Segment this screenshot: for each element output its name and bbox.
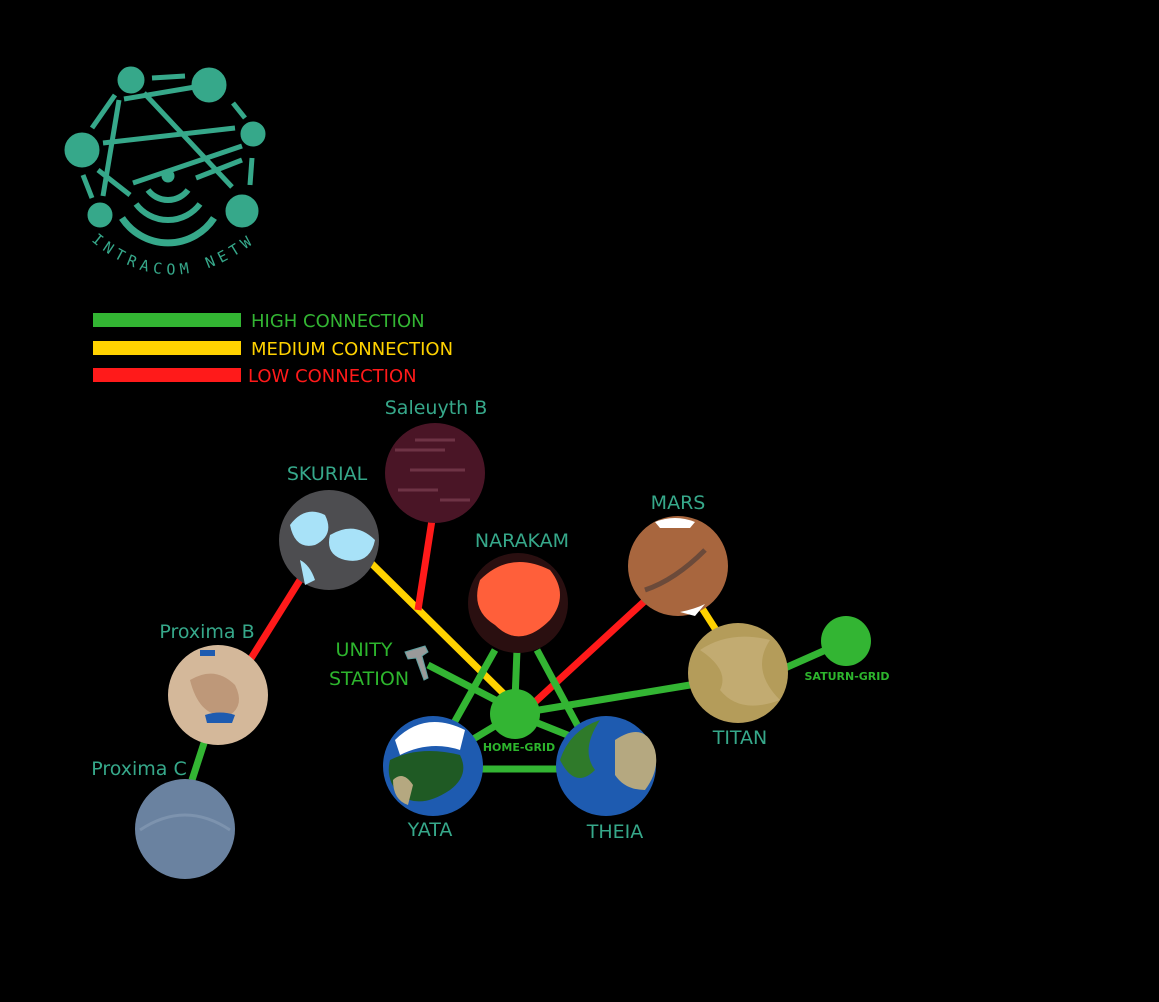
unity-station[interactable]: UNITY STATION	[329, 639, 429, 690]
legend-label-medium: MEDIUM CONNECTION	[251, 339, 453, 360]
legend-label-low: LOW CONNECTION	[248, 366, 417, 387]
link-unity-homegrid	[426, 661, 507, 709]
label-mars: MARS	[651, 492, 706, 514]
link-proximab-proximac	[188, 738, 209, 782]
space-station-icon	[404, 645, 429, 681]
planet-yata[interactable]: YATA	[383, 716, 483, 841]
planet-saleuyth-b[interactable]: Saleuyth B	[385, 397, 488, 523]
intracom-logo: INTRACOM NETWORK	[0, 0, 266, 279]
legend-label-high: HIGH CONNECTION	[251, 311, 425, 332]
label-theia: THEIA	[586, 821, 644, 843]
link-narakam-theia	[533, 648, 584, 732]
planet-mars[interactable]: MARS	[628, 492, 728, 616]
link-skurial-proximab	[247, 578, 303, 662]
label-titan: TITAN	[712, 727, 768, 749]
label-skurial: SKURIAL	[287, 463, 368, 485]
label-narakam: NARAKAM	[475, 530, 569, 552]
label-proxima-b: Proxima B	[159, 621, 254, 643]
label-home-grid: HOME-GRID	[483, 741, 555, 754]
legend: HIGH CONNECTION MEDIUM CONNECTION LOW CO…	[93, 311, 453, 387]
label-proxima-c: Proxima C	[91, 758, 187, 780]
label-saturn-grid: SATURN-GRID	[805, 670, 890, 683]
planet-narakam[interactable]: NARAKAM	[468, 530, 569, 653]
link-saleuyth-homegrid	[414, 519, 436, 611]
planet-proxima-b[interactable]: Proxima B	[159, 621, 268, 745]
legend-swatch-medium	[93, 341, 241, 355]
planet-skurial[interactable]: SKURIAL	[279, 463, 379, 590]
planet-proxima-c[interactable]: Proxima C	[91, 758, 235, 879]
planet-theia[interactable]: THEIA	[556, 716, 657, 843]
connections	[188, 519, 848, 782]
node-home-grid[interactable]: HOME-GRID	[483, 689, 555, 754]
node-saturn-grid[interactable]: SATURN-GRID	[805, 616, 890, 683]
label-yata: YATA	[407, 819, 453, 841]
label-unity-station-line2: STATION	[329, 668, 409, 690]
label-unity-station-line1: UNITY	[336, 639, 393, 661]
legend-swatch-high	[93, 313, 241, 327]
label-saleuyth-b: Saleuyth B	[385, 397, 488, 419]
link-homegrid-titan	[514, 681, 691, 718]
planet-titan[interactable]: TITAN	[688, 623, 788, 749]
legend-swatch-low	[93, 368, 241, 382]
